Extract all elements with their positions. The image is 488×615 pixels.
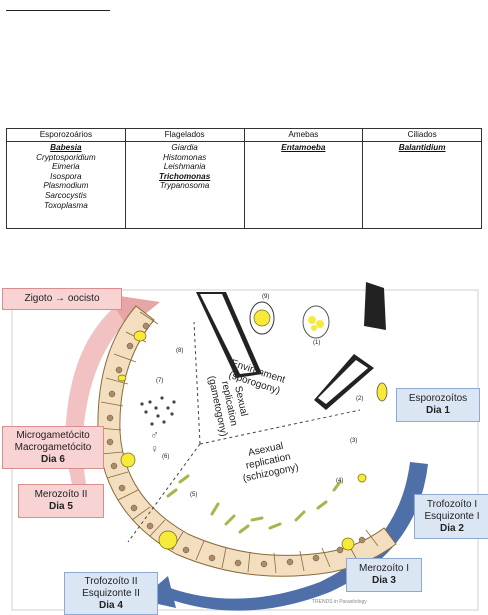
stage-number: (7) bbox=[156, 378, 164, 384]
esporozoarios-cell: Babesia Cryptosporidium Eimeria Isospora… bbox=[6, 141, 126, 229]
stage-number: (5) bbox=[190, 492, 198, 498]
genus-name: Trypanosoma bbox=[159, 181, 210, 191]
genus-name: Entamoeba bbox=[281, 143, 326, 152]
genus-name: Trichomonas bbox=[158, 171, 211, 181]
sector-dividers bbox=[127, 321, 361, 543]
female-symbol: ♀ bbox=[150, 442, 159, 456]
stage-number: (2) bbox=[356, 396, 364, 402]
column-header: Amebas bbox=[243, 128, 364, 142]
genus-name: Cryptosporidium bbox=[36, 152, 96, 162]
genus-name: Histomonas bbox=[163, 152, 207, 162]
sporocyst bbox=[376, 382, 388, 402]
merozoites bbox=[166, 474, 342, 534]
stage-number: (1) bbox=[313, 340, 321, 346]
oocyst-walls bbox=[196, 282, 386, 410]
ciliados-cell: Balantidium bbox=[362, 141, 482, 229]
amebas-cell: Entamoeba bbox=[243, 141, 364, 229]
genus-name: Sarcocystis bbox=[44, 190, 87, 200]
genus-name: Plasmodium bbox=[43, 181, 89, 191]
genus-name: Toxoplasma bbox=[43, 200, 88, 210]
flagelados-cell: Giardia Histomonas Leishmania Trichomona… bbox=[124, 141, 245, 229]
column-header: Flagelados bbox=[124, 128, 245, 142]
microgametes bbox=[140, 396, 176, 426]
parasite-classification-table: Esporozoários Flagelados Amebas Ciliados… bbox=[6, 128, 482, 229]
stage-number: (6) bbox=[162, 454, 170, 460]
table-header-row: Esporozoários Flagelados Amebas Ciliados bbox=[6, 128, 482, 142]
male-symbol: ♂ bbox=[150, 428, 159, 442]
header-rule bbox=[6, 10, 110, 11]
genus-name: Isospora bbox=[50, 171, 82, 181]
oocysts bbox=[249, 301, 330, 339]
genus-name: Balantidium bbox=[398, 143, 446, 152]
genus-name: Babesia bbox=[50, 143, 82, 152]
zigoto-oocisto-box: Zigoto → oocisto bbox=[2, 288, 122, 310]
figure-credit: TRENDS in Parasitology bbox=[312, 599, 367, 605]
column-header: Esporozoários bbox=[6, 128, 126, 142]
genus-name: Eimeria bbox=[51, 162, 80, 172]
stage-number: (3) bbox=[350, 438, 358, 444]
stage-number: (9) bbox=[262, 294, 270, 300]
stage-number: (4) bbox=[336, 478, 344, 484]
stage-number: (8) bbox=[176, 348, 184, 354]
column-header: Ciliados bbox=[362, 128, 482, 142]
genus-name: Leishmania bbox=[163, 162, 206, 172]
cell-nuclei bbox=[106, 322, 366, 568]
table-row: Babesia Cryptosporidium Eimeria Isospora… bbox=[6, 141, 482, 229]
genus-name: Giardia bbox=[171, 143, 198, 152]
parasite-stages bbox=[117, 330, 367, 551]
